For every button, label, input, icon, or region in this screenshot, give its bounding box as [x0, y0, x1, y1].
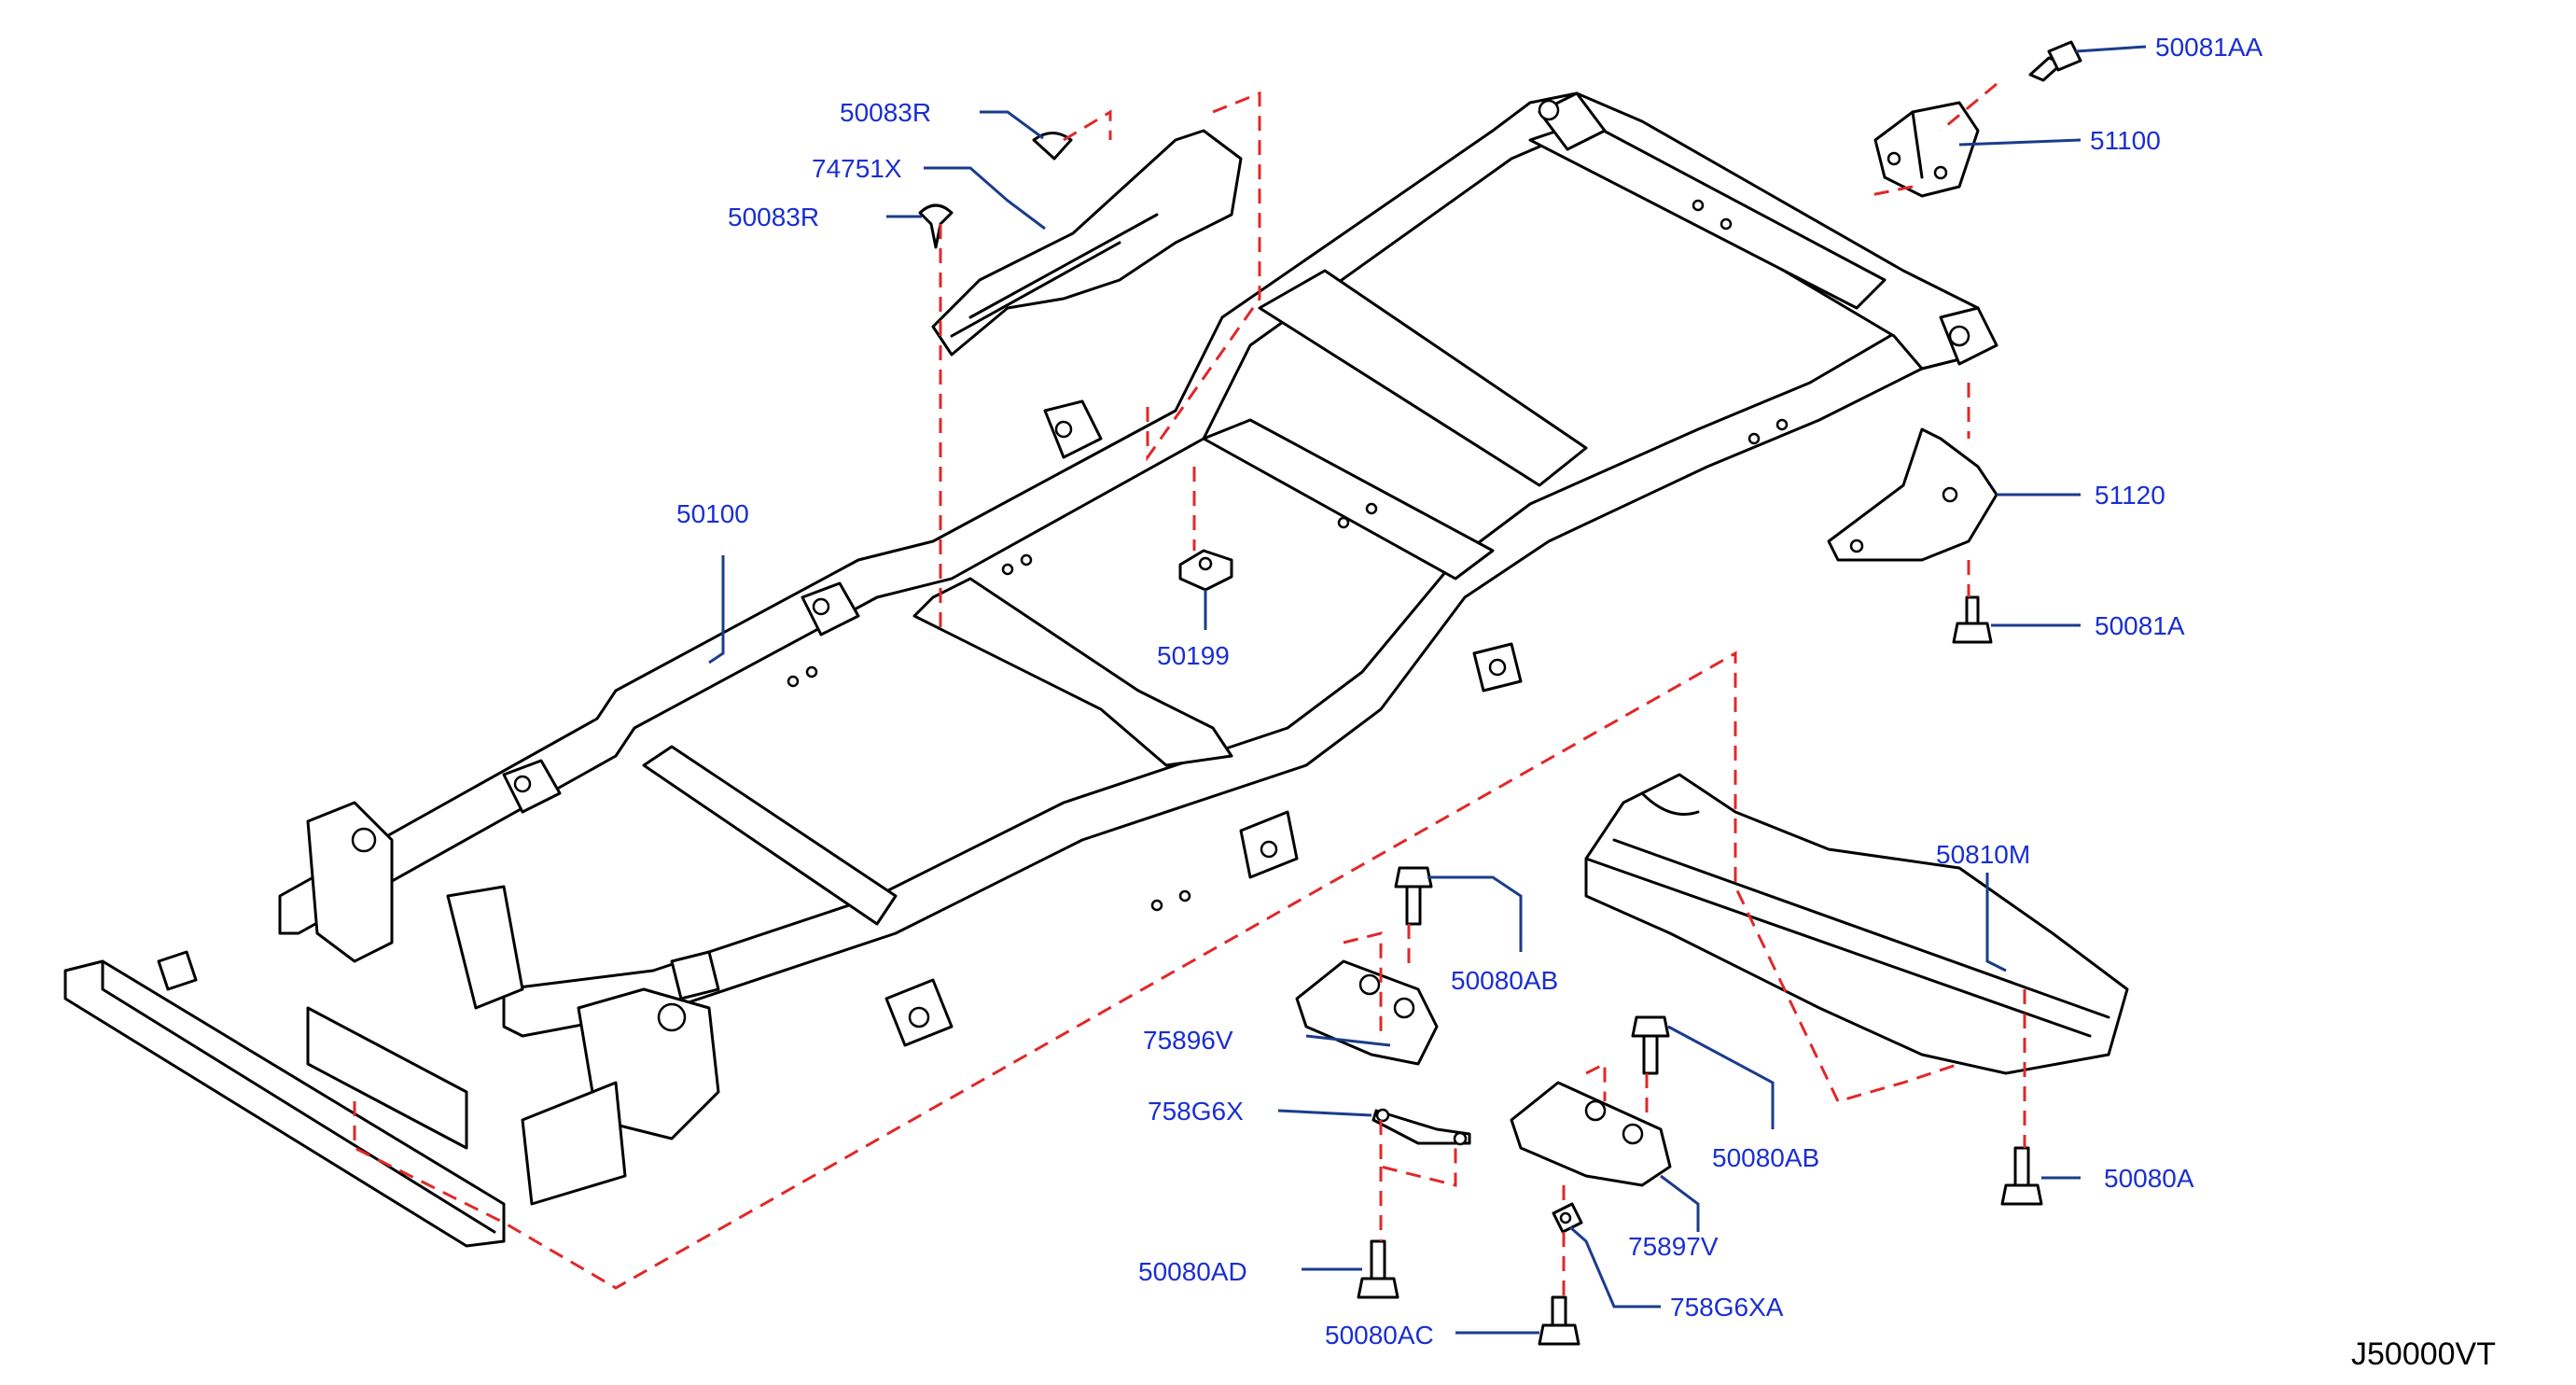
callout-75896V: 75896V [1143, 1026, 1233, 1055]
callout-75897V: 75897V [1628, 1232, 1719, 1261]
diagram-id: J50000VT [2351, 1336, 2496, 1372]
bolt-50080A [2000, 1146, 2043, 1206]
clip-50083R-left [918, 203, 954, 249]
callout-50083R-left: 50083R [728, 203, 819, 231]
callout-labels: 50081AA 51100 50083R 74751X 50083R 51120… [676, 33, 2263, 1350]
strap-758G6X [1372, 1108, 1471, 1146]
callout-758G6X: 758G6X [1148, 1097, 1244, 1126]
callout-50080AB-b: 50080AB [1712, 1143, 1819, 1172]
callout-50081AA: 50081AA [2155, 33, 2263, 62]
callout-74751X: 74751X [812, 154, 902, 183]
callout-50199: 50199 [1157, 641, 1230, 670]
callout-50080AB-a: 50080AB [1451, 966, 1558, 995]
bolt-50080AB-a [1394, 866, 1433, 926]
plate-75897V [1510, 1081, 1672, 1187]
clip-50083R-top [1032, 132, 1073, 161]
pad-50199 [1178, 549, 1233, 592]
callout-50100: 50100 [676, 499, 749, 528]
callout-51120: 51120 [2095, 481, 2165, 510]
callout-758G6XA: 758G6XA [1670, 1293, 1784, 1322]
leader-lines [708, 45, 2147, 1335]
frame-assembly [63, 91, 1998, 1248]
bolt-50080AD [1357, 1239, 1399, 1299]
plate-75896V [1295, 959, 1439, 1066]
callout-50083R-top: 50083R [840, 98, 931, 127]
callout-50080AC: 50080AC [1325, 1321, 1434, 1350]
bolt-50080AB-b [1631, 1015, 1670, 1075]
bracket-51100 [1873, 101, 1980, 198]
callout-50810M: 50810M [1936, 840, 2030, 869]
callout-51100: 51100 [2090, 126, 2161, 155]
bracket-51120 [1827, 427, 1998, 562]
splash-shield-74751X [931, 129, 1243, 357]
clip-758G6XA [1552, 1202, 1583, 1234]
guide-lines [353, 82, 2026, 1297]
bolt-50081AA [2028, 40, 2082, 82]
bolt-50080AC [1538, 1295, 1580, 1346]
bolt-50081A [1952, 595, 1993, 644]
callout-50080AD: 50080AD [1138, 1257, 1247, 1286]
callout-50081A: 50081A [2095, 611, 2185, 640]
skid-plate-50810M [1584, 773, 2129, 1075]
callout-50080A: 50080A [2104, 1164, 2194, 1193]
